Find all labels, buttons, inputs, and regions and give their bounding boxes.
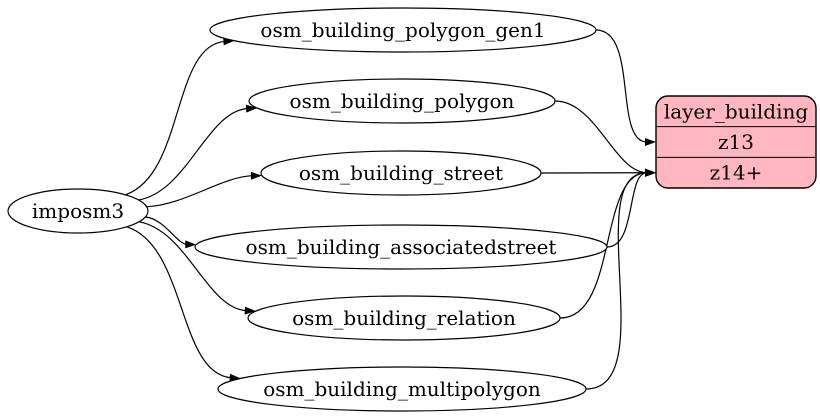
edge-osm_building_associatedstreet-to-layer_building-z14+ [606, 168, 656, 248]
arrowhead-icon [185, 240, 197, 249]
node-osm_building_associatedstreet: osm_building_associatedstreet [194, 224, 608, 270]
record-row-z14+: z14+ [710, 161, 763, 185]
arrowhead-icon [645, 138, 656, 146]
edge-osm_building_polygon-to-layer_building-z14+ [554, 100, 656, 177]
record-title-layer_building: layer_building [664, 99, 809, 123]
record-row-z13: z13 [718, 130, 754, 154]
edge-osm_building_street-to-layer_building-z14+ [540, 168, 656, 177]
node-label-osm_building_relation: osm_building_relation [292, 306, 516, 330]
arrowhead-icon [250, 171, 262, 180]
node-label-osm_building_polygon: osm_building_polygon [290, 89, 515, 113]
node-label-osm_building_polygon_gen1: osm_building_polygon_gen1 [260, 18, 545, 42]
arrowhead-icon [645, 168, 656, 177]
arrowhead-icon [245, 104, 258, 113]
node-osm_building_relation: osm_building_relation [247, 295, 561, 341]
edge-imposm3-to-osm_building_relation [138, 221, 256, 315]
node-osm_building_multipolygon: osm_building_multipolygon [217, 366, 587, 412]
node-layer_building: layer_building z13 z14+ [655, 95, 817, 189]
node-osm_building_polygon_gen1: osm_building_polygon_gen1 [209, 7, 597, 53]
edge-imposm3-to-osm_building_associatedstreet [145, 216, 197, 249]
node-label-imposm3: imposm3 [32, 199, 124, 223]
node-label-osm_building_associatedstreet: osm_building_associatedstreet [246, 235, 557, 259]
arrowhead-icon [244, 306, 256, 315]
edge-imposm3-to-osm_building_street [146, 171, 262, 208]
arrowhead-icon [229, 373, 241, 382]
edge-imposm3-to-osm_building_multipolygon [126, 226, 241, 382]
edge-osm_building_polygon_gen1-to-layer_building-z13 [595, 29, 656, 146]
edge-imposm3-to-osm_building_polygon_gen1 [125, 37, 235, 196]
node-label-osm_building_multipolygon: osm_building_multipolygon [263, 377, 541, 401]
edge-imposm3-to-osm_building_polygon [138, 104, 258, 201]
node-osm_building_street: osm_building_street [260, 150, 542, 196]
node-osm_building_polygon: osm_building_polygon [248, 78, 556, 124]
edge-osm_building_multipolygon-to-layer_building-z14+ [585, 168, 656, 390]
node-label-osm_building_street: osm_building_street [299, 161, 503, 185]
node-imposm3: imposm3 [7, 188, 149, 234]
